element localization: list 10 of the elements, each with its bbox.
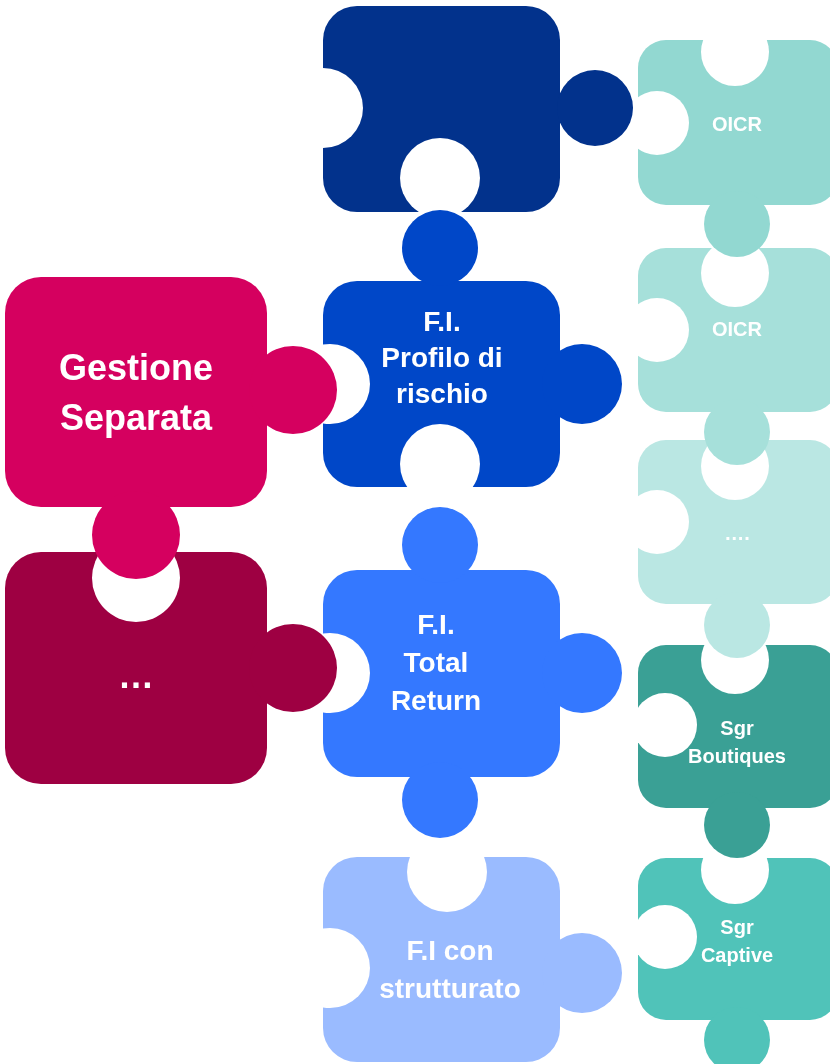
piece-label: F.I. Total Return	[389, 608, 483, 718]
piece-label: …	[117, 654, 155, 698]
piece-label: OICR	[711, 112, 763, 137]
piece-label: OICR	[711, 317, 763, 342]
piece-label: F.I. Profilo di rischio	[380, 305, 504, 411]
piece-label: Sgr Captive	[699, 915, 775, 968]
piece-label: Sgr Boutiques	[687, 716, 787, 769]
piece-label: Gestione Separata	[57, 346, 214, 440]
piece-label: ….	[723, 521, 751, 546]
piece-label: F.I con strutturato	[378, 934, 522, 1006]
